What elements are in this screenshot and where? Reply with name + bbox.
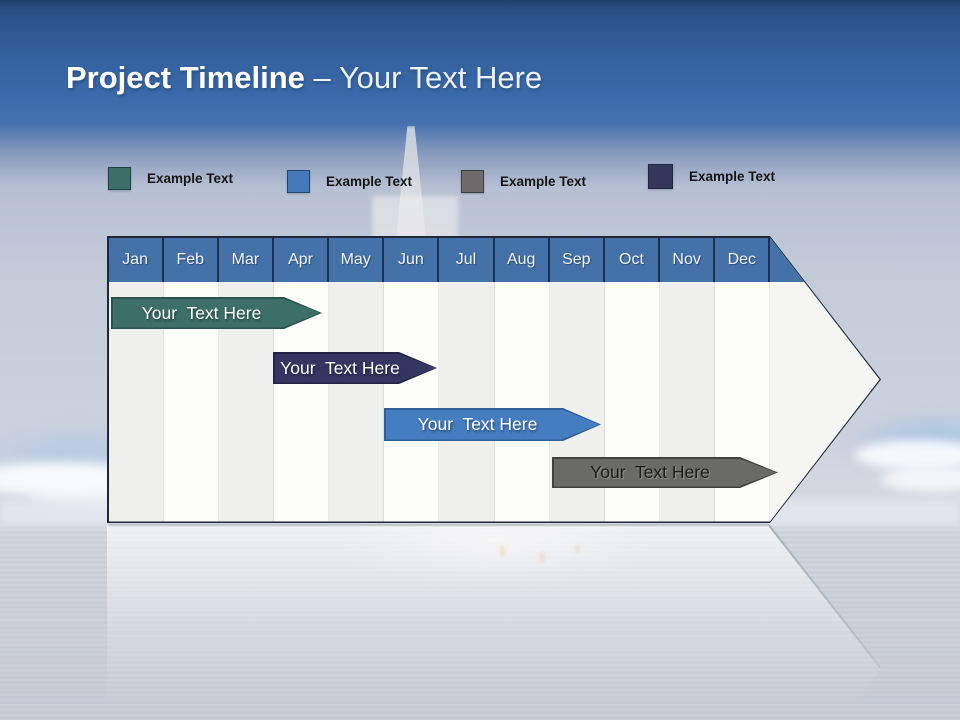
- legend-label: Example Text: [147, 171, 234, 186]
- gantt-bar-label: Your Text Here: [280, 357, 400, 378]
- month-column: [439, 281, 495, 522]
- cloud: [880, 466, 960, 492]
- gantt-bar-label: Your Text Here: [590, 462, 710, 482]
- legend-label: Example Text: [689, 169, 776, 184]
- gantt-bar-3[interactable]: Your Text Here: [384, 408, 601, 441]
- legend-label: Example Text: [326, 174, 413, 189]
- month-header-oct: Oct: [605, 237, 661, 282]
- month-header-may: May: [329, 237, 385, 282]
- month-header-nov: Nov: [660, 237, 716, 282]
- month-header-feb: Feb: [164, 237, 219, 282]
- month-column: [384, 281, 440, 522]
- gantt-bar-4[interactable]: Your Text Here: [552, 457, 778, 488]
- legend-swatch-gray: [461, 170, 484, 193]
- page-title-subtitle: – Your Text Here: [304, 60, 543, 95]
- legend-item: Example Text: [108, 167, 233, 190]
- gantt-bar-label: Your Text Here: [141, 302, 262, 323]
- gantt-bar-2[interactable]: Your Text Here: [273, 352, 437, 384]
- month-header-jun: Jun: [384, 237, 440, 282]
- month-header-aug: Aug: [495, 237, 550, 282]
- legend-item: Example Text: [287, 170, 412, 193]
- legend-swatch-blue: [287, 170, 310, 193]
- oil-rig-base: [372, 196, 458, 238]
- gantt-bar-label: Your Text Here: [417, 414, 538, 434]
- timeline-reflection: [107, 525, 881, 720]
- month-column: [329, 281, 385, 522]
- gantt-bar-fill: [113, 299, 321, 328]
- legend-swatch-navy: [648, 164, 673, 189]
- legend-label: Example Text: [500, 174, 587, 189]
- gantt-bar-fill: [275, 354, 436, 383]
- page-title-main: Project Timeline: [66, 60, 305, 95]
- month-column: [494, 281, 550, 522]
- legend-swatch-teal: [108, 167, 131, 190]
- month-header-row: Jan Feb Mar Apr May Jun Jul Aug Sep Oct …: [108, 237, 880, 282]
- month-header-jan: Jan: [109, 237, 164, 282]
- cloud: [855, 440, 960, 470]
- month-header-sep: Sep: [550, 237, 605, 282]
- timeline-reflection-line: [108, 524, 770, 526]
- month-header-mar: Mar: [219, 237, 274, 282]
- page-title: Project Timeline – Your Text Here: [66, 60, 542, 96]
- gantt-bar-1[interactable]: Your Text Here: [111, 297, 322, 329]
- legend-item: Example Text: [461, 170, 586, 193]
- month-header-apr: Apr: [274, 237, 330, 282]
- month-header-dec: Dec: [715, 237, 771, 282]
- gantt-bar-fill: [554, 459, 777, 487]
- month-header-jul: Jul: [439, 237, 495, 282]
- gantt-bar-fill: [386, 410, 600, 440]
- legend-item: Example Text: [648, 164, 775, 189]
